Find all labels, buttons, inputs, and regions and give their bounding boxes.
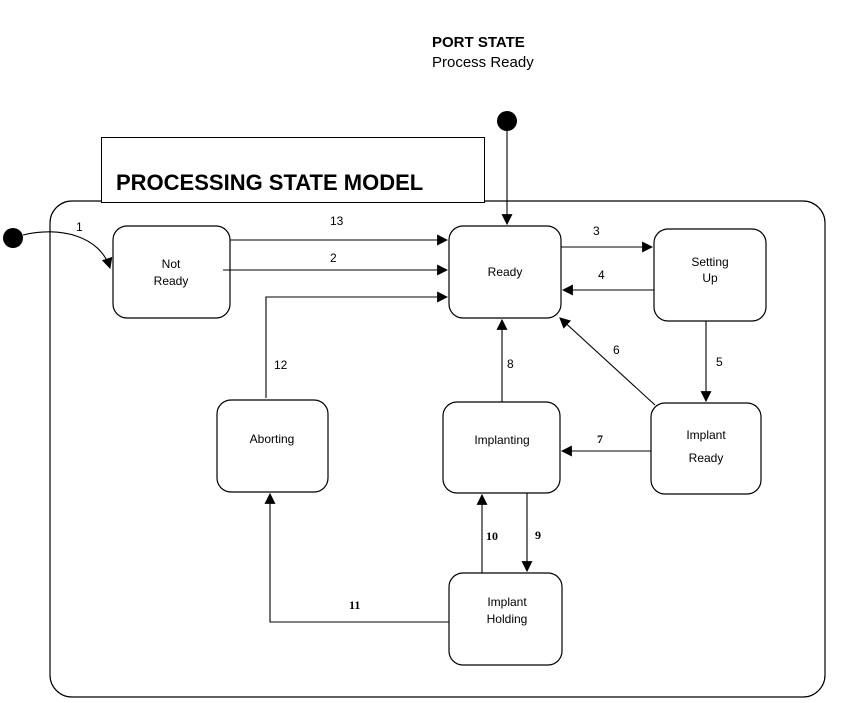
transition-label-7: 7	[597, 432, 603, 446]
transition-label-12: 12	[274, 358, 288, 372]
transition-1	[22, 231, 113, 270]
state-implant-ready: Implant Ready	[650, 402, 762, 495]
transition-label-1: 1	[76, 220, 83, 234]
initial-state-top	[497, 111, 517, 131]
model-title: PROCESSING STATE MODEL	[116, 170, 424, 195]
transition-12	[265, 291, 449, 398]
state-setting-up: Setting Up	[653, 228, 767, 322]
state-label-line: Ready	[488, 265, 523, 279]
state-label-line: Implanting	[474, 433, 529, 447]
state-label-line: Ready	[154, 274, 189, 288]
state-implanting: Implanting	[442, 401, 561, 494]
transition-label-8: 8	[507, 357, 514, 371]
transition-label-9: 9	[535, 528, 541, 542]
transition-label-2: 2	[330, 251, 337, 265]
state-label-line: Ready	[689, 451, 724, 465]
state-label-line: Aborting	[250, 432, 295, 446]
transition-label-13: 13	[330, 214, 344, 228]
transition-label-4: 4	[598, 268, 605, 282]
port-state-title: PORT STATE	[432, 34, 525, 51]
state-aborting: Aborting	[216, 399, 329, 493]
state-implant-holding: Implant Holding	[448, 572, 563, 666]
state-label-line: Not	[162, 257, 181, 271]
transition-11	[264, 492, 449, 623]
model-title-box: PROCESSING STATE MODEL	[101, 137, 485, 203]
transition-label-10: 10	[486, 529, 498, 543]
state-not-ready: Not Ready	[112, 225, 231, 319]
transition-label-11: 11	[349, 598, 360, 612]
state-label-line: Holding	[487, 612, 528, 626]
state-label-line: Setting	[691, 255, 728, 269]
initial-state-left	[3, 228, 23, 248]
port-state-subtitle: Process Ready	[432, 54, 534, 71]
state-label-line: Implant	[487, 595, 527, 609]
state-ready: Ready	[448, 225, 562, 319]
state-label-line: Implant	[686, 428, 726, 442]
transition-label-6: 6	[613, 343, 620, 357]
transition-6	[559, 317, 656, 406]
state-label-line: Up	[702, 271, 718, 285]
transition-label-3: 3	[593, 224, 600, 238]
transition-label-5: 5	[716, 355, 723, 369]
